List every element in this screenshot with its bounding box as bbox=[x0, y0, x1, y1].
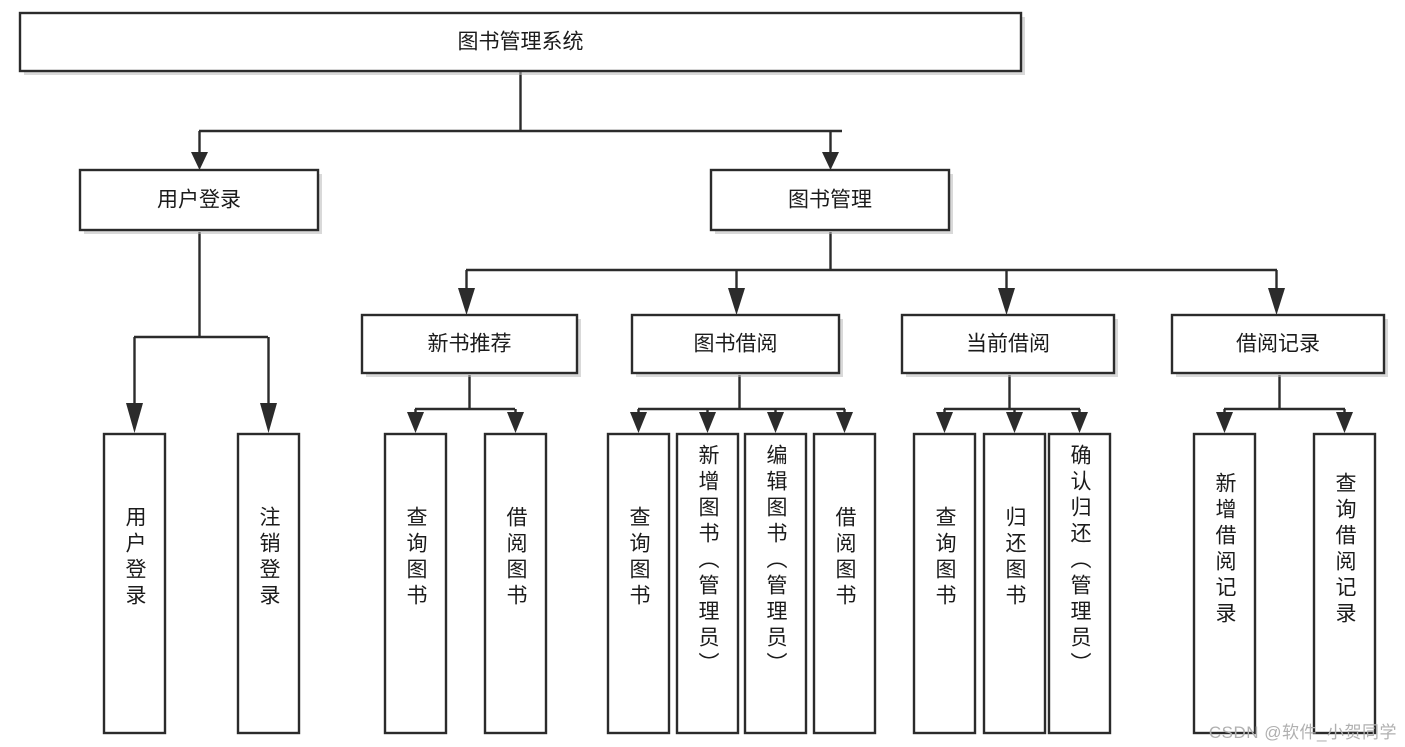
node-book-borrow-box[interactable] bbox=[630, 313, 841, 375]
arrow-bb-leaf-4 bbox=[836, 412, 853, 433]
node-current-borrow-label: 当前借阅 bbox=[966, 333, 1050, 356]
arrow-br-leaf-1 bbox=[1216, 412, 1233, 433]
leaf-box-borrow-book-1[interactable] bbox=[483, 432, 548, 735]
arrow-root-to-book-management bbox=[822, 152, 839, 170]
node-book-management-box[interactable] bbox=[709, 168, 951, 232]
edge-group-book-management-to-level3 bbox=[458, 232, 1285, 315]
node-borrow-record-label: 借阅记录 bbox=[1236, 333, 1320, 356]
leaf-box-user-logout[interactable] bbox=[236, 432, 301, 735]
node-borrow-record-box[interactable] bbox=[1170, 313, 1386, 375]
leaf-box-add-borrow-record[interactable] bbox=[1192, 432, 1257, 735]
edge-group-new-book-recommend-to-leaves bbox=[407, 375, 524, 433]
node-current-borrow[interactable]: 当前借阅 bbox=[900, 313, 1118, 377]
arrow-bm-to-new-book-recommend bbox=[458, 288, 475, 315]
leaf-box-edit-book[interactable] bbox=[743, 432, 808, 735]
edge-group-borrow-record-to-leaves bbox=[1216, 375, 1353, 433]
node-user-login-label: 用户登录 bbox=[157, 189, 241, 212]
leaf-box-confirm-return[interactable] bbox=[1047, 432, 1112, 735]
arrow-bb-leaf-1 bbox=[630, 412, 647, 433]
leaf-box-query-book-1[interactable] bbox=[383, 432, 448, 735]
node-root-label: 图书管理系统 bbox=[458, 31, 584, 54]
arrow-cb-leaf-2 bbox=[1006, 412, 1023, 433]
edge-group-current-borrow-to-leaves bbox=[936, 375, 1088, 433]
node-book-management-label: 图书管理 bbox=[788, 189, 872, 212]
leaf-box-add-book[interactable] bbox=[675, 432, 740, 735]
node-user-login-box[interactable] bbox=[78, 168, 320, 232]
arrow-bm-to-current-borrow bbox=[998, 288, 1015, 315]
leaf-box-query-borrow-record[interactable] bbox=[1312, 432, 1377, 735]
arrow-cb-leaf-1 bbox=[936, 412, 953, 433]
node-new-book-recommend-label: 新书推荐 bbox=[428, 333, 512, 356]
node-book-borrow[interactable]: 图书借阅 bbox=[630, 313, 843, 377]
arrow-user-login-leaf-1 bbox=[126, 403, 143, 433]
node-current-borrow-box[interactable] bbox=[900, 313, 1116, 375]
leaf-box-borrow-book-2[interactable] bbox=[812, 432, 877, 735]
node-book-borrow-label: 图书借阅 bbox=[694, 333, 778, 356]
edge-group-user-login-to-leaves bbox=[126, 232, 277, 433]
arrow-nbr-leaf-2 bbox=[507, 412, 524, 433]
leaf-box-query-book-2[interactable] bbox=[606, 432, 671, 735]
arrow-bb-leaf-3 bbox=[767, 412, 784, 433]
leaf-box-group bbox=[102, 432, 1377, 735]
leaf-box-user-login[interactable] bbox=[102, 432, 167, 735]
edge-group-root-to-level2 bbox=[191, 72, 842, 170]
arrow-nbr-leaf-1 bbox=[407, 412, 424, 433]
node-book-management[interactable]: 图书管理 bbox=[709, 168, 953, 234]
leaf-box-return-book[interactable] bbox=[982, 432, 1047, 735]
node-root[interactable]: 图书管理系统 bbox=[18, 11, 1025, 75]
arrow-user-login-leaf-2 bbox=[260, 403, 277, 433]
node-user-login[interactable]: 用户登录 bbox=[78, 168, 322, 234]
csdn-watermark: CSDN @软件_小贺同学 bbox=[1208, 723, 1397, 742]
arrow-cb-leaf-3 bbox=[1071, 412, 1088, 433]
arrow-bb-leaf-2 bbox=[699, 412, 716, 433]
arrow-br-leaf-2 bbox=[1336, 412, 1353, 433]
arrow-bm-to-borrow-record bbox=[1268, 288, 1285, 315]
arrow-root-to-user-login bbox=[191, 152, 208, 170]
node-borrow-record[interactable]: 借阅记录 bbox=[1170, 313, 1388, 377]
node-root-box[interactable] bbox=[18, 11, 1023, 73]
arrow-bm-to-book-borrow bbox=[728, 288, 745, 315]
leaf-box-query-book-3[interactable] bbox=[912, 432, 977, 735]
node-new-book-recommend-box[interactable] bbox=[360, 313, 579, 375]
node-new-book-recommend[interactable]: 新书推荐 bbox=[360, 313, 581, 377]
edge-group-book-borrow-to-leaves bbox=[630, 375, 853, 433]
